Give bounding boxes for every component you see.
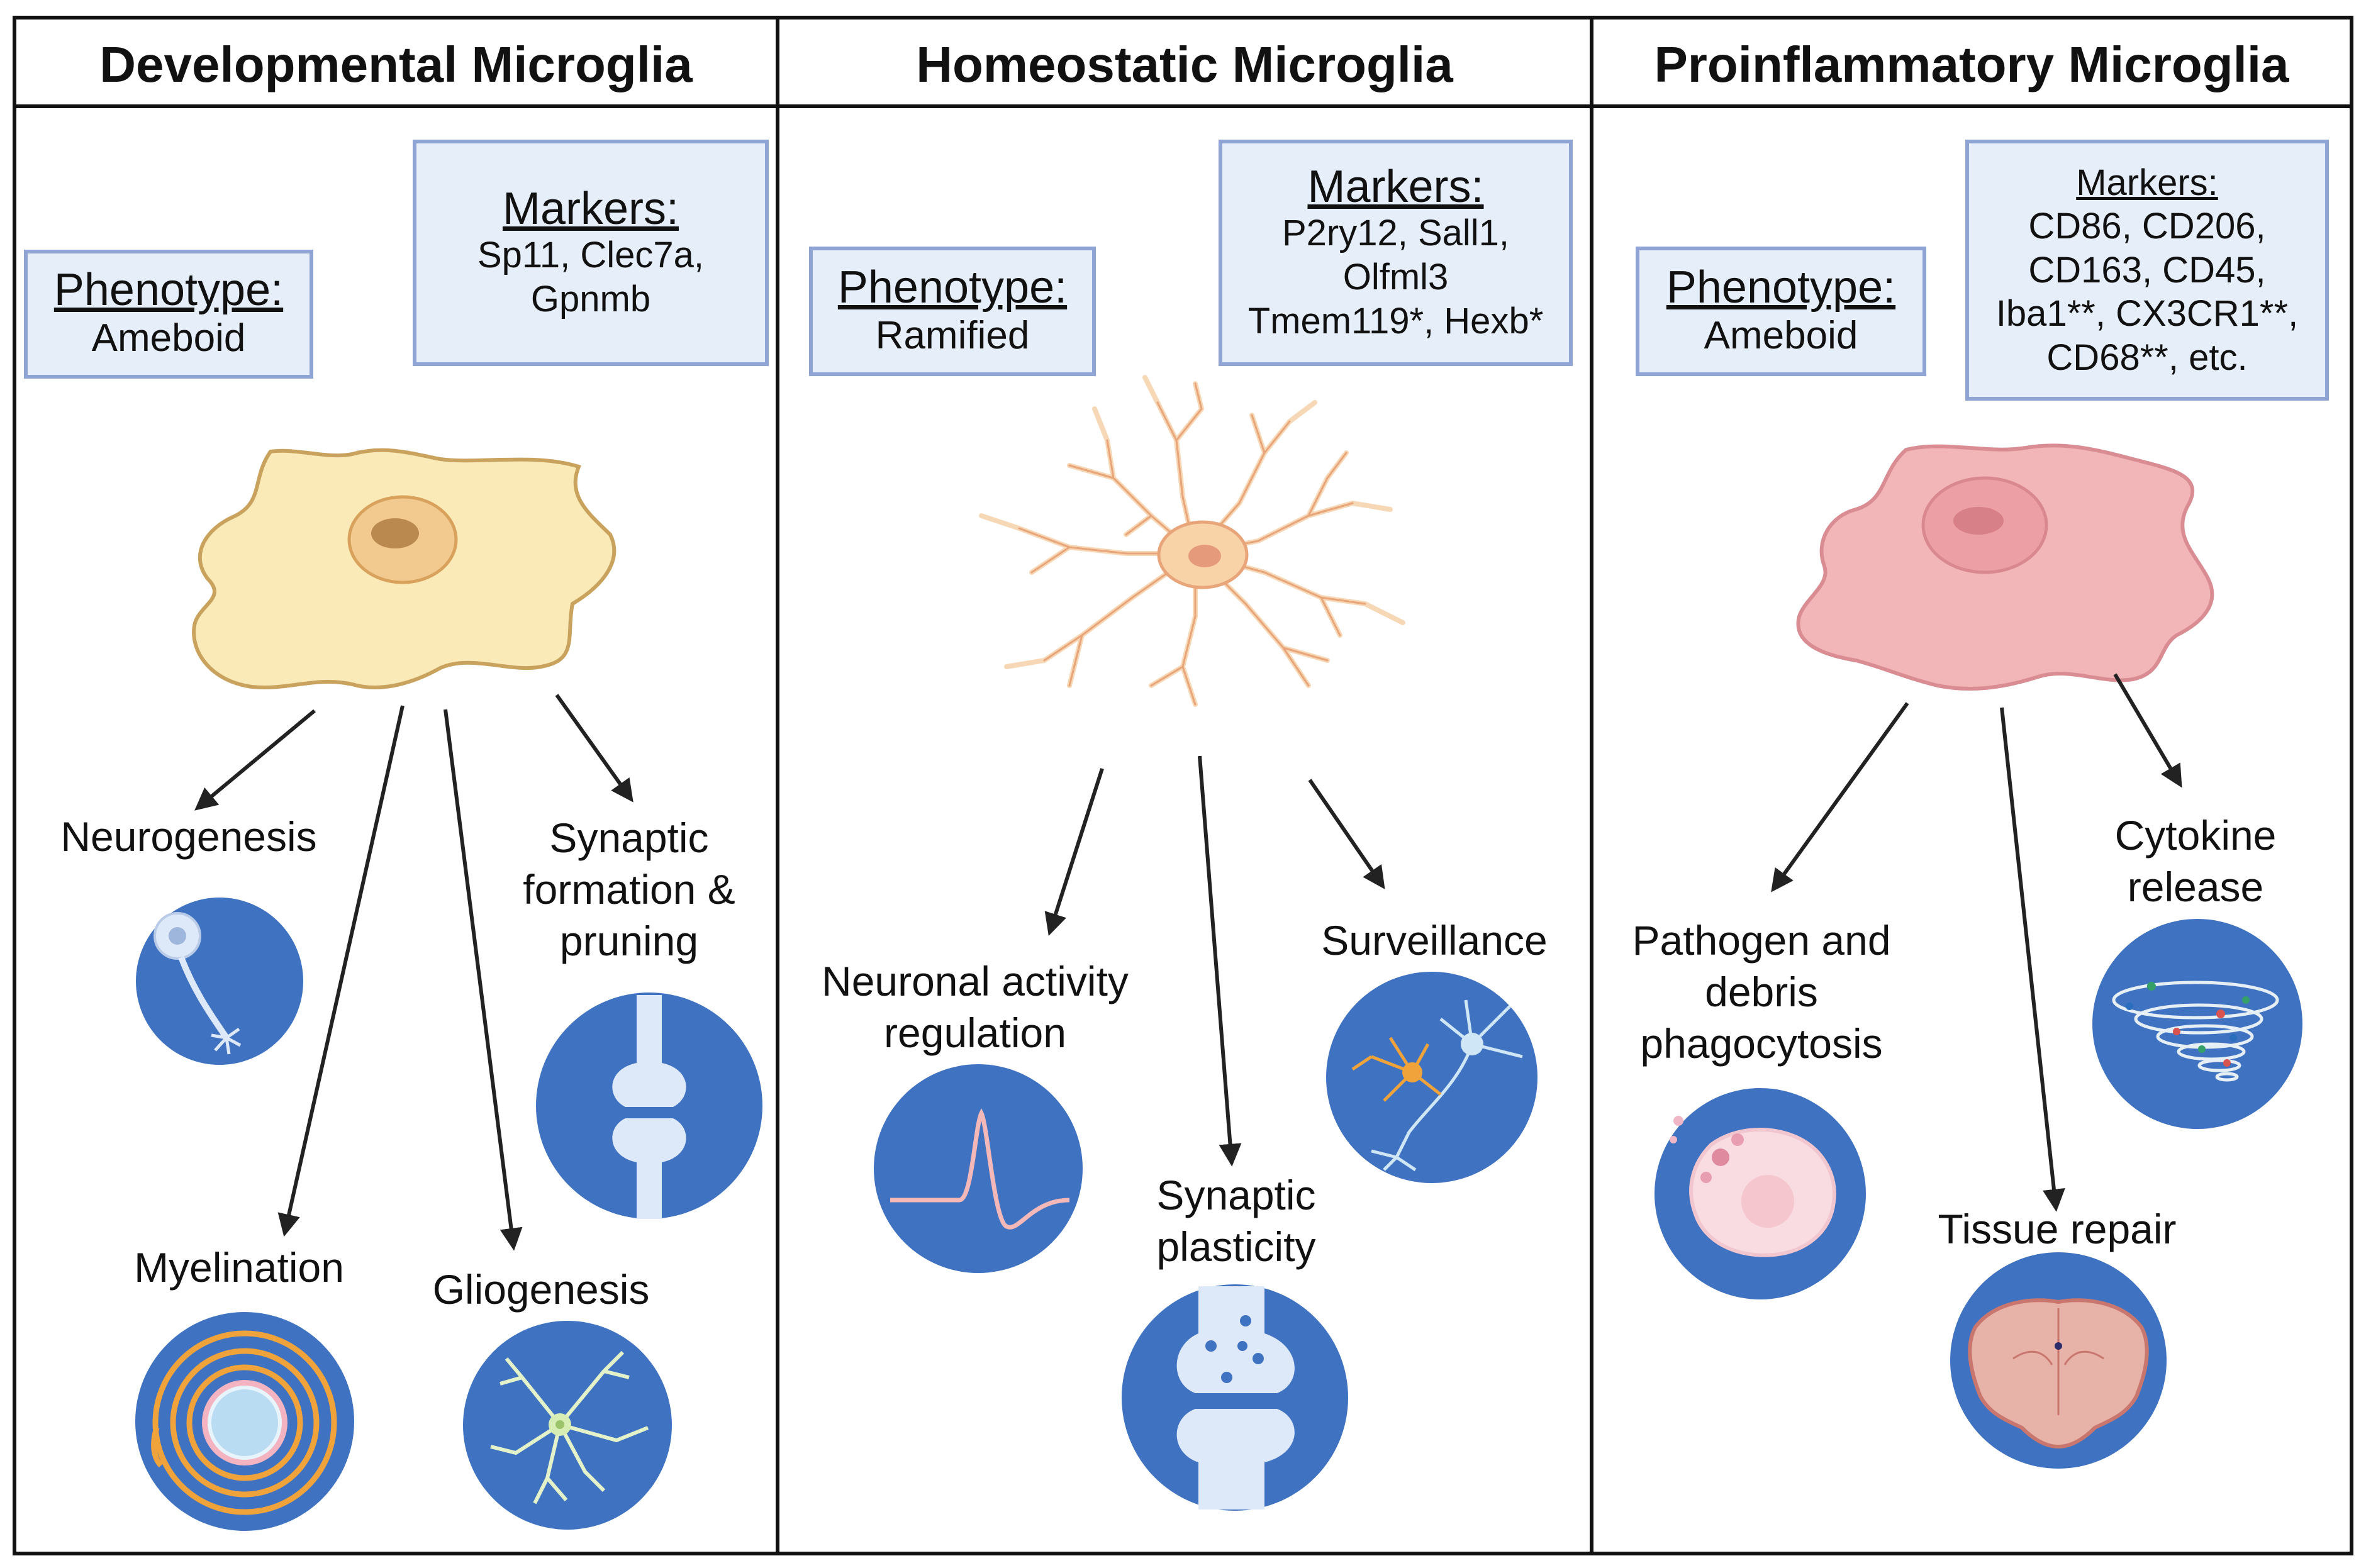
- phenotype-box: Phenotype: Ameboid: [1636, 247, 1926, 376]
- markers-line: P2ry12, Sall1,: [1281, 213, 1510, 254]
- synaptic-vesicle-icon: [1122, 1284, 1348, 1511]
- phenotype-box: Phenotype: Ramified: [809, 247, 1096, 376]
- function-label-surveillance: Surveillance: [1321, 917, 1548, 964]
- markers-line: Tmem119*, Hexb*: [1247, 300, 1544, 342]
- markers-heading: Markers:: [1307, 161, 1484, 212]
- astrocyte-icon: [463, 1321, 672, 1530]
- function-label-gliogenesis: Gliogenesis: [432, 1266, 650, 1313]
- phenotype-heading: Phenotype:: [1666, 262, 1896, 313]
- markers-line: CD86, CD206,: [2028, 206, 2266, 247]
- proinflammatory-microglia-cell-icon: [1796, 443, 2214, 691]
- markers-heading: Markers:: [2076, 162, 2218, 203]
- function-label-phagocytosis: Pathogen and debris phagocytosis: [1632, 917, 1891, 1067]
- function-label-cytokine-release: Cytokine release: [2114, 812, 2277, 910]
- phenotype-heading: Phenotype:: [837, 262, 1068, 313]
- markers-line: Sp11, Clec7a,: [477, 235, 705, 276]
- developmental-microglia-cell-icon: [192, 448, 617, 689]
- myelin-sheath-icon: [135, 1312, 354, 1531]
- neuron-icon: [136, 898, 303, 1065]
- markers-line: Iba1**, CX3CR1**,: [1995, 293, 2299, 335]
- markers-heading: Markers:: [502, 183, 679, 234]
- markers-box: Markers: Sp11, Clec7a, Gpnmb: [413, 140, 769, 366]
- function-label-synaptic-plasticity: Synaptic plasticity: [1156, 1172, 1316, 1270]
- panel-title-developmental: Developmental Microglia: [99, 36, 693, 92]
- synapse-icon: [536, 993, 762, 1219]
- phagocyte-icon: [1655, 1088, 1866, 1299]
- cytokine-swirl-icon: [2092, 919, 2302, 1129]
- function-label-tissue-repair: Tissue repair: [1938, 1206, 2177, 1252]
- phenotype-box: Phenotype: Ameboid: [24, 250, 313, 379]
- markers-line: CD68**, etc.: [2046, 336, 2248, 378]
- panel-title-proinflammatory: Proinflammatory Microglia: [1654, 36, 2289, 92]
- markers-line: Olfml3: [1342, 257, 1449, 298]
- panel-divider: [1590, 16, 1593, 1555]
- phenotype-heading: Phenotype:: [53, 265, 284, 316]
- action-potential-icon: [874, 1064, 1083, 1273]
- markers-line: Gpnmb: [530, 278, 651, 320]
- homeostatic-microglia-cell-icon: [979, 375, 1405, 707]
- markers-box: Markers: P2ry12, Sall1, Olfml3 Tmem119*,…: [1219, 140, 1573, 366]
- panel-title-homeostatic: Homeostatic Microglia: [916, 36, 1453, 92]
- panel-divider: [776, 16, 779, 1555]
- function-label-synaptic-pruning: Synaptic formation & pruning: [523, 815, 735, 964]
- header-divider: [13, 104, 2353, 108]
- function-label-neuronal-activity: Neuronal activity regulation: [822, 958, 1129, 1056]
- markers-box: Markers: CD86, CD206, CD163, CD45, Iba1*…: [1965, 140, 2329, 401]
- phenotype-value: Ameboid: [1704, 313, 1858, 357]
- phenotype-value: Ameboid: [91, 316, 246, 360]
- markers-line: CD163, CD45,: [2028, 249, 2266, 291]
- function-label-neurogenesis: Neurogenesis: [60, 813, 317, 860]
- phenotype-value: Ramified: [875, 313, 1030, 357]
- brain-section-icon: [1950, 1252, 2167, 1469]
- figure-frame: [13, 16, 2353, 1555]
- neuron-microglia-icon: [1326, 972, 1537, 1183]
- function-label-myelination: Myelination: [134, 1244, 344, 1291]
